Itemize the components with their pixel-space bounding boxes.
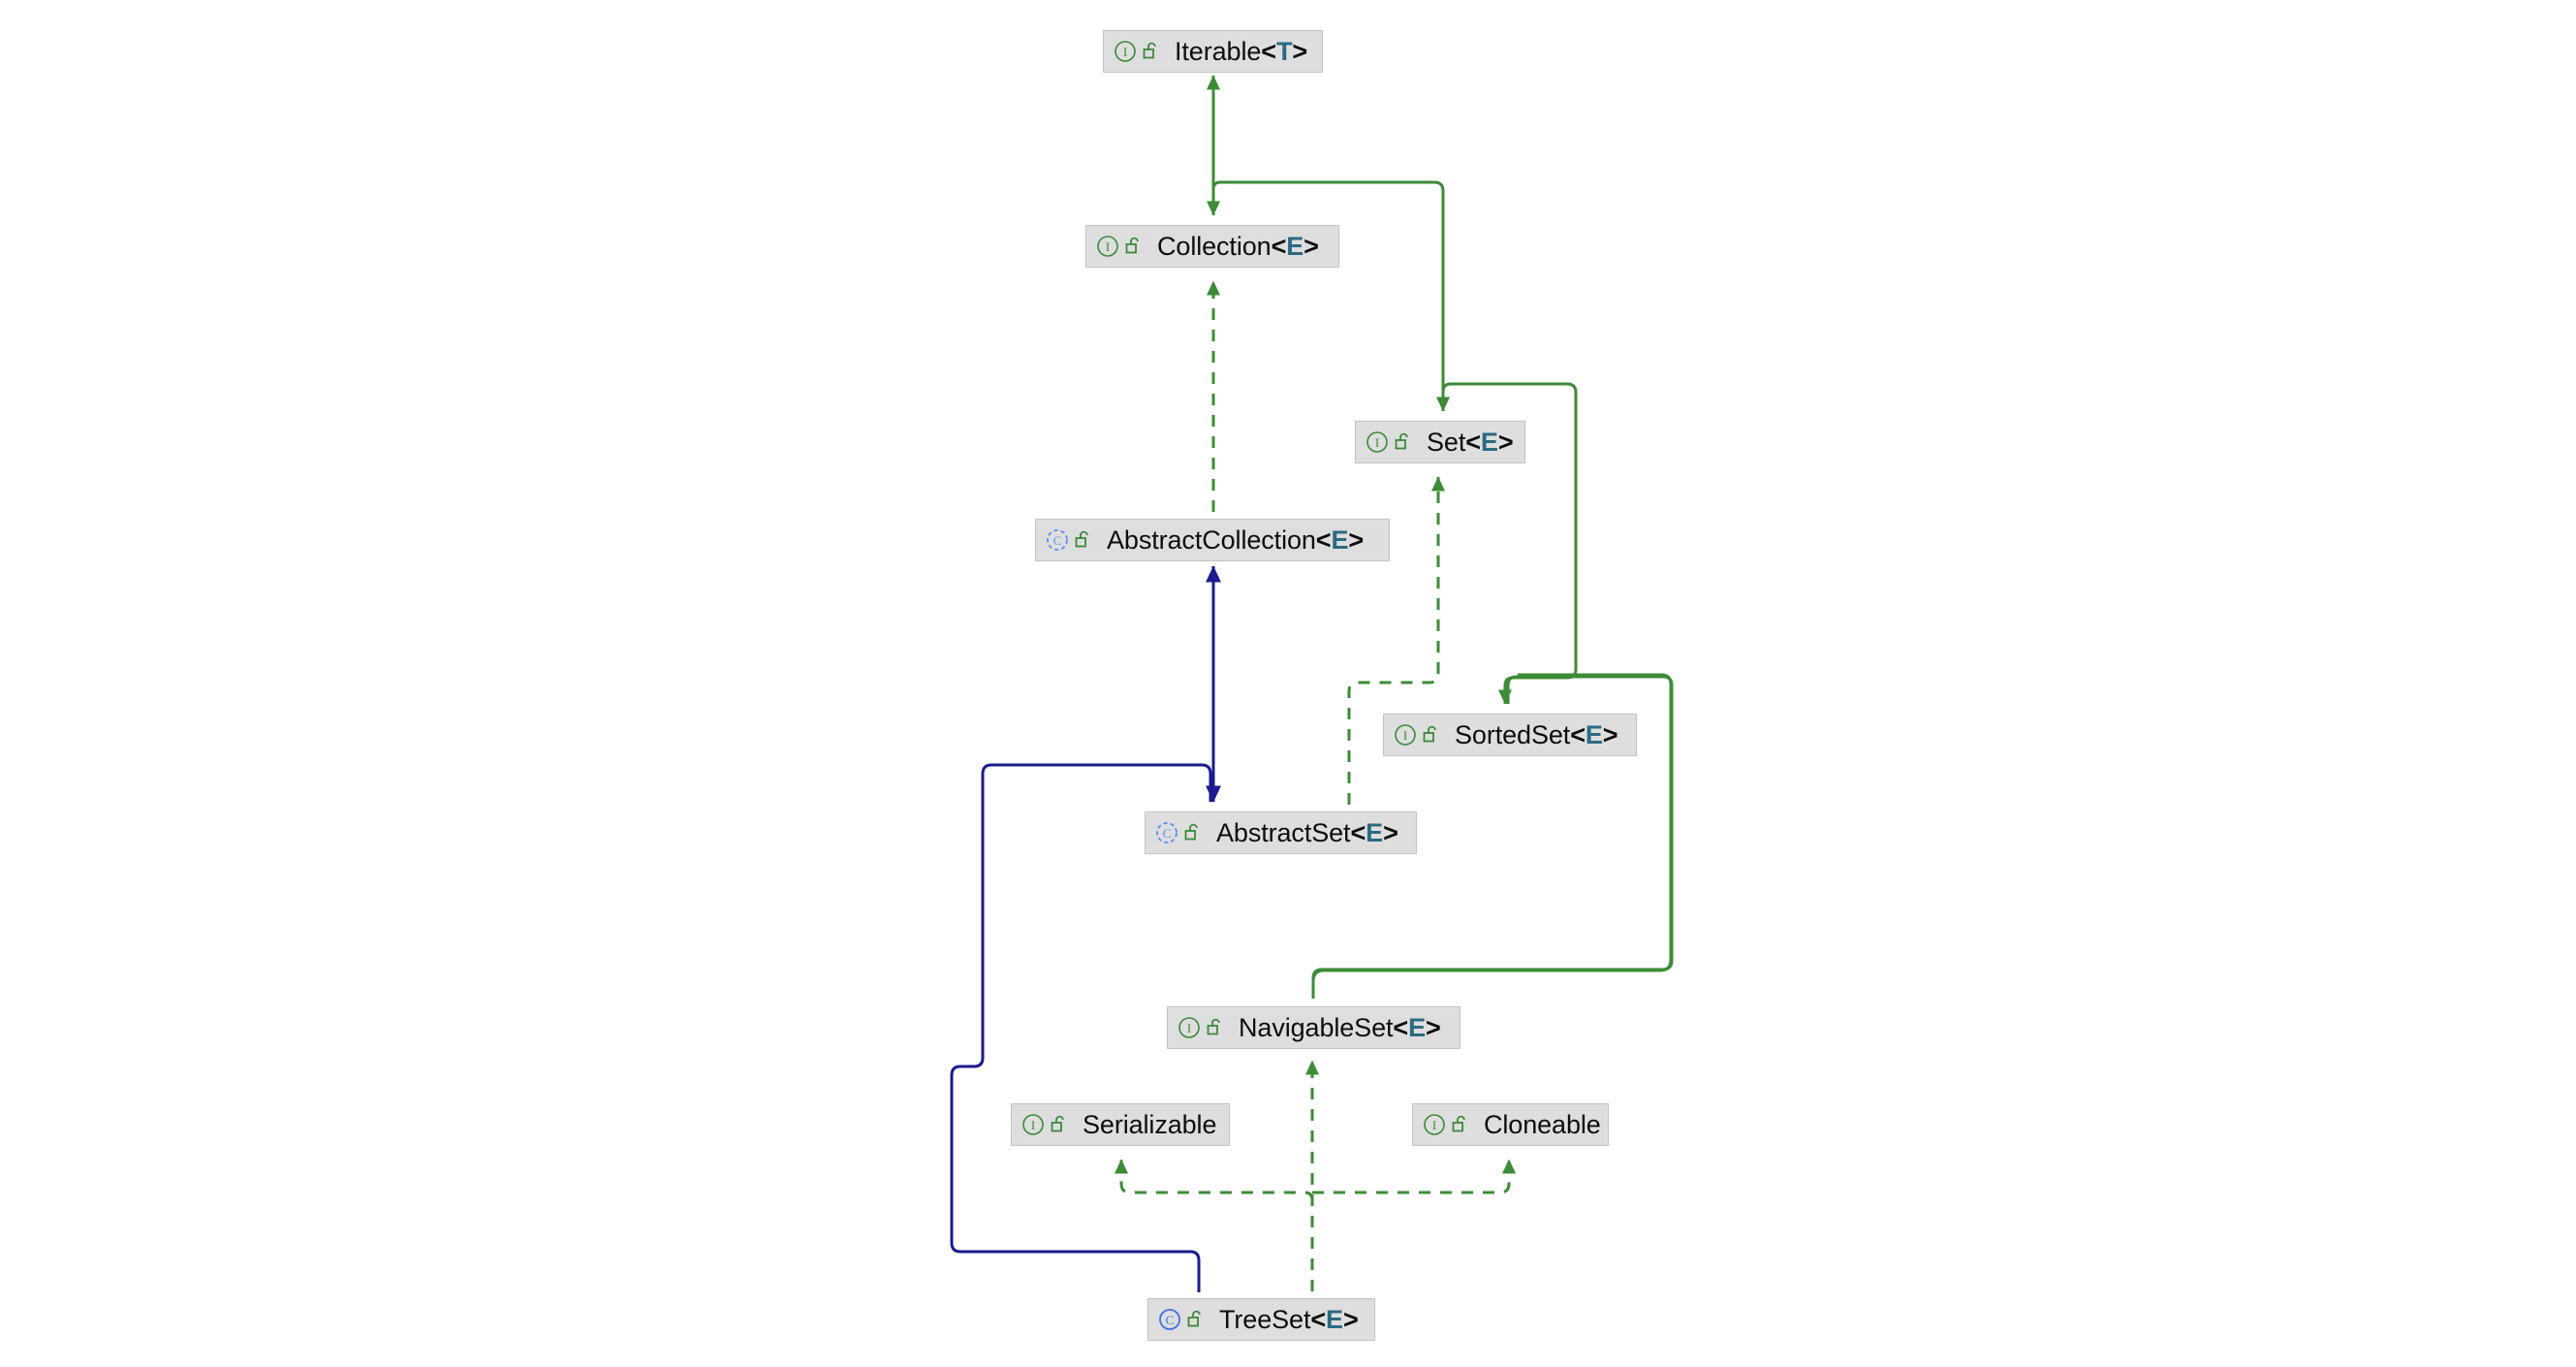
node-label: Collection<E>	[1157, 232, 1319, 261]
abstract-class-icon: C	[1047, 529, 1068, 551]
node-serializable[interactable]: I Serializable	[1011, 1103, 1230, 1146]
node-sorted-set[interactable]: I SortedSet<E>	[1383, 714, 1637, 756]
node-label: Set<E>	[1427, 428, 1514, 457]
unlocked-padlock-icon	[1051, 1115, 1064, 1132]
interface-icon: I	[1367, 431, 1388, 453]
svg-text:I: I	[1031, 1118, 1035, 1132]
svg-text:C: C	[1163, 826, 1172, 841]
node-abstract-collection[interactable]: C AbstractCollection<E>	[1035, 519, 1390, 561]
class-icon: C	[1159, 1309, 1180, 1330]
node-collection[interactable]: I Collection<E>	[1085, 225, 1339, 268]
svg-text:I: I	[1187, 1021, 1191, 1035]
interface-icon: I	[1424, 1114, 1445, 1135]
interface-icon: I	[1115, 41, 1136, 62]
interface-icon: I	[1395, 724, 1416, 746]
node-label: Serializable	[1083, 1110, 1217, 1139]
node-label: AbstractSet<E>	[1216, 818, 1398, 847]
unlocked-padlock-icon	[1187, 1310, 1201, 1327]
svg-text:I: I	[1403, 728, 1407, 743]
edge-treeset-to-serializable	[1115, 1159, 1314, 1201]
unlocked-padlock-icon	[1125, 237, 1139, 254]
svg-text:I: I	[1106, 239, 1110, 254]
node-label: SortedSet<E>	[1455, 720, 1618, 749]
node-navigable-set[interactable]: I NavigableSet<E>	[1167, 1006, 1461, 1049]
unlocked-padlock-icon	[1395, 432, 1408, 450]
node-label: TreeSet<E>	[1219, 1305, 1359, 1334]
node-label: AbstractCollection<E>	[1107, 525, 1365, 555]
node-abstract-set[interactable]: C AbstractSet<E>	[1145, 811, 1417, 854]
unlocked-padlock-icon	[1184, 823, 1198, 841]
node-set[interactable]: I Set<E>	[1355, 421, 1525, 463]
svg-text:C: C	[1166, 1313, 1175, 1327]
node-iterable[interactable]: I Iterable<T>	[1103, 30, 1323, 73]
unlocked-padlock-icon	[1143, 42, 1156, 59]
node-cloneable[interactable]: I Cloneable	[1412, 1103, 1609, 1146]
node-label: Iterable<T>	[1175, 37, 1308, 66]
node-treeset[interactable]: C TreeSet<E>	[1147, 1298, 1375, 1341]
unlocked-padlock-icon	[1207, 1018, 1220, 1035]
edge-treeset-to-cloneable	[1312, 1159, 1516, 1194]
node-label: Cloneable	[1484, 1110, 1601, 1139]
svg-text:I: I	[1123, 45, 1127, 59]
interface-icon: I	[1022, 1114, 1044, 1135]
node-label: NavigableSet<E>	[1239, 1013, 1441, 1042]
svg-text:C: C	[1053, 533, 1062, 548]
svg-text:I: I	[1375, 435, 1379, 450]
interface-icon: I	[1178, 1017, 1200, 1038]
unlocked-padlock-icon	[1423, 725, 1436, 743]
abstract-class-icon: C	[1156, 822, 1178, 843]
unlocked-padlock-icon	[1452, 1115, 1465, 1132]
svg-text:I: I	[1432, 1118, 1436, 1132]
unlocked-padlock-icon	[1075, 530, 1088, 548]
interface-icon: I	[1097, 236, 1118, 257]
edge-set-to-collection	[1211, 180, 1450, 412]
